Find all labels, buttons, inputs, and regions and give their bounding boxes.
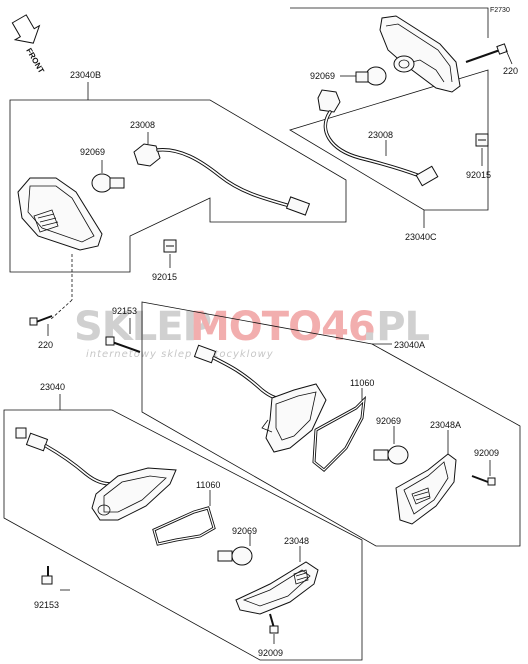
turn-signal-front-right — [261, 383, 327, 453]
callout-92153-mid: 92153 — [112, 306, 137, 316]
turn-signal-front-left — [17, 177, 103, 251]
callout-92009-mid: 92009 — [474, 448, 499, 458]
callout-92069-bottom: 92069 — [232, 526, 257, 536]
screw-92009-mid — [471, 475, 496, 486]
callout-92015-top: 92015 — [466, 170, 491, 180]
callout-92069-mid: 92069 — [376, 416, 401, 426]
turn-signal-rear-right — [379, 15, 461, 93]
callout-11060-mid: 11060 — [350, 378, 374, 388]
watermark-tagline: internetowy sklep motocyklowy — [86, 349, 274, 360]
front-arrow-label: FRONT — [24, 47, 46, 75]
group-frame-23040a — [141, 301, 521, 547]
callout-92009-bottom: 92009 — [258, 648, 283, 658]
socket-23008-left — [133, 143, 311, 216]
clip-92015-top — [475, 133, 489, 147]
turn-signal-rear-left — [91, 467, 177, 521]
screw-220-left — [29, 315, 53, 326]
front-arrow-icon — [11, 14, 41, 44]
watermark-suffix-gray: .PL — [362, 304, 430, 350]
watermark-brand-red: MOTO46 — [190, 304, 375, 350]
lens-23048 — [235, 561, 319, 615]
callout-23008-left: 23008 — [130, 120, 155, 130]
bulb-92069-top — [355, 66, 387, 86]
group-frame-23040 — [3, 409, 363, 661]
bulb-92069-left — [91, 173, 125, 193]
bolt-92153-mid — [105, 336, 141, 353]
callout-23040c: 23040C — [405, 232, 437, 242]
callout-23040: 23040 — [40, 382, 65, 392]
callout-220-top: 220 — [503, 66, 518, 76]
watermark-brand-gray: SKLEP — [74, 304, 211, 350]
callout-23048a: 23048A — [430, 420, 461, 430]
callout-92015-left: 92015 — [152, 272, 177, 282]
callout-23048: 23048 — [284, 536, 309, 546]
bolt-92153-bottom — [41, 566, 53, 585]
figure-code: F2730 — [490, 7, 510, 14]
bulb-92069-bottom — [217, 546, 253, 566]
bulb-92069-mid — [373, 445, 409, 465]
watermark: SKLEP MOTO46 .PL internetowy sklep motoc… — [74, 304, 431, 360]
callout-92153-bottom: 92153 — [34, 600, 59, 610]
clip-92015-left — [163, 239, 177, 253]
callout-220-left: 220 — [38, 340, 53, 350]
callout-11060-bottom: 11060 — [196, 480, 220, 490]
gasket-11060-mid — [312, 395, 366, 473]
wire-harness-bottom — [15, 427, 114, 486]
callout-23040a: 23040A — [394, 340, 425, 350]
screw-92009-bottom — [269, 613, 279, 634]
socket-23008-top — [317, 89, 439, 187]
callout-92069-top: 92069 — [310, 71, 335, 81]
gasket-11060-bottom — [152, 506, 216, 546]
screw-220-top — [465, 43, 508, 63]
callout-23008-top: 23008 — [368, 130, 393, 140]
lens-23048a — [395, 453, 457, 525]
callout-92069-left: 92069 — [80, 147, 105, 157]
group-frame-23040b — [9, 99, 347, 273]
callout-23040b: 23040B — [70, 70, 101, 80]
